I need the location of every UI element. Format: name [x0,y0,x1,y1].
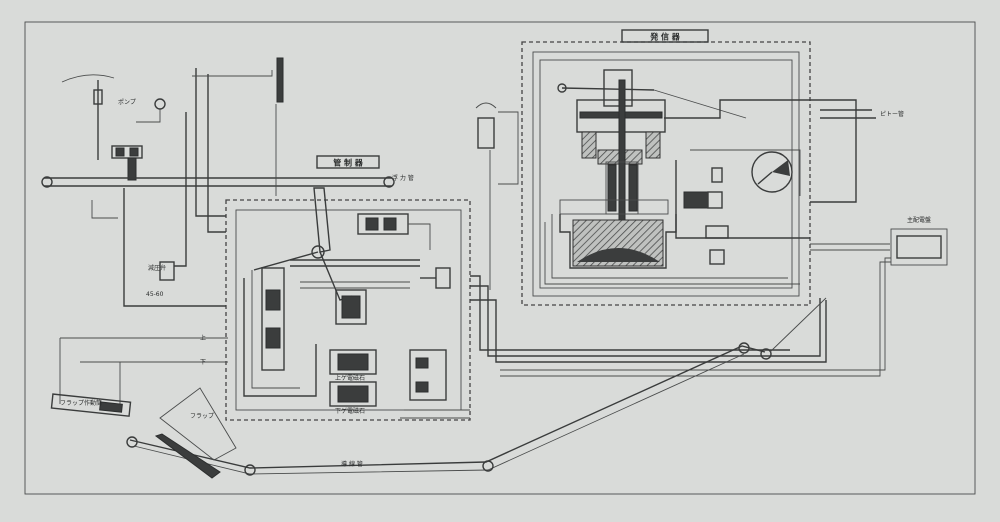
controller-housing [225,199,471,421]
flap-actuator: フラップ作動筒 フラップ [50,387,237,461]
transmitter-unit: 発 信 器 [521,29,904,306]
controller-title: 管 制 器 [333,158,364,168]
main-switchboard: 主配電盤 [500,216,948,377]
sheet-border [24,21,976,495]
controller-title-box [316,155,380,169]
control-lever-assembly: ポンプ 減圧弁 45-60 [61,57,497,298]
main-switchboard-label: 主配電盤 [907,216,931,224]
pressure-gauge [154,98,166,110]
hydraulic-piping [59,68,827,419]
control-cable [44,177,392,187]
flap-label: フラップ [190,413,214,420]
float-tube-label: 浮 力 管 [392,174,414,182]
flap-tube-label: フラップ作動筒 [60,399,102,407]
upper-solenoid-label: 上ゲ電磁石 [335,374,365,382]
down-label: 下 [200,359,206,366]
gauge-range-label: 45-60 [146,291,164,298]
indicator-dial [751,151,793,193]
lead-tube-label: 導 線 管 [341,460,363,468]
reducing-valve-label: 減圧弁 [148,264,166,272]
lower-solenoid-label: 下ゲ電磁石 [335,407,365,415]
up-label: 上 [200,334,206,342]
transmitter-title: 発 信 器 [649,32,681,42]
transmitter-title-box [621,29,709,43]
upper-solenoid [329,349,377,375]
lower-cable-run: 導 線 管 [126,297,827,479]
flap-linkage [154,433,221,479]
lower-solenoid [329,381,377,407]
pitot-tube-label: ピトー管 [880,110,904,118]
controller-unit: 管 制 器 上ゲ電磁石 下ゲ電磁石 [225,155,471,421]
pump-label: ポンプ [118,98,136,106]
